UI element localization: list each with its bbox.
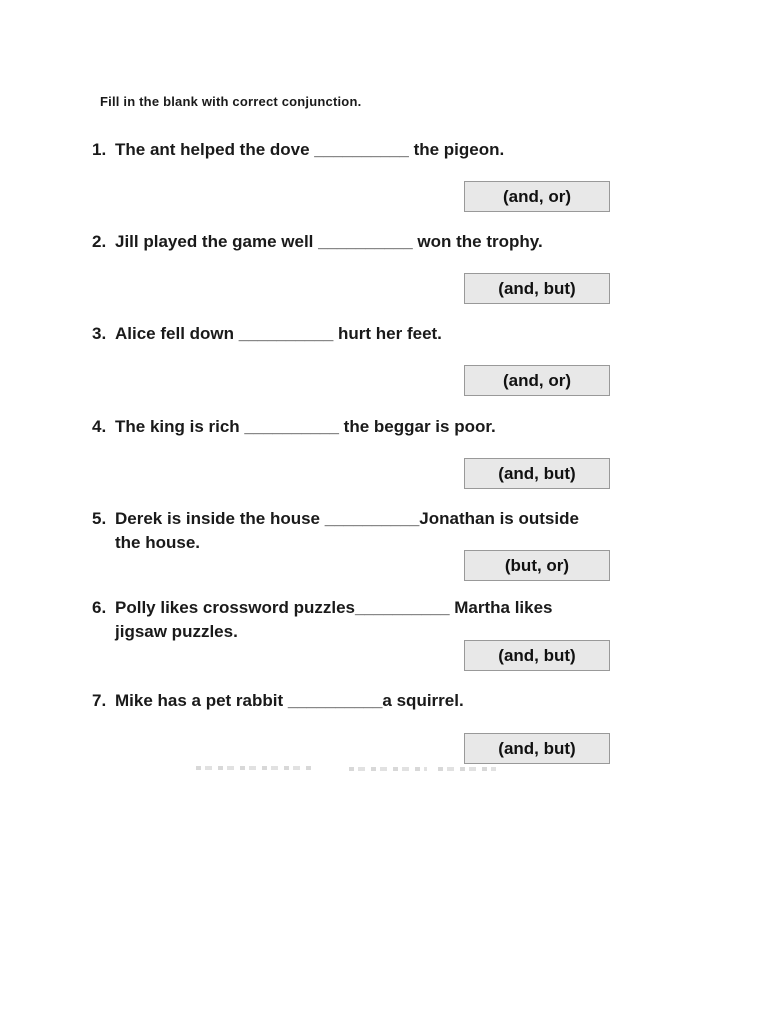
- clipped-attribution-text: [438, 767, 496, 771]
- question-7: 7. Mike has a pet rabbit __________a squ…: [92, 689, 464, 713]
- options-box-5: (but, or): [464, 550, 610, 581]
- question-1: 1. The ant helped the dove __________ th…: [92, 138, 504, 162]
- question-number: 5.: [92, 509, 107, 528]
- question-text: The king is rich __________ the beggar i…: [115, 417, 496, 436]
- question-number: 2.: [92, 232, 107, 251]
- worksheet-instruction: Fill in the blank with correct conjuncti…: [100, 94, 362, 109]
- question-text-line-1: Polly likes crossword puzzles__________ …: [115, 598, 553, 617]
- question-text: The ant helped the dove __________ the p…: [115, 140, 505, 159]
- options-box-2: (and, but): [464, 273, 610, 304]
- clipped-attribution-text: [349, 767, 427, 771]
- options-box-4: (and, but): [464, 458, 610, 489]
- question-text: Mike has a pet rabbit __________a squirr…: [115, 691, 464, 710]
- question-6: 6. Polly likes crossword puzzles________…: [92, 596, 553, 644]
- question-4: 4. The king is rich __________ the begga…: [92, 415, 496, 439]
- question-number: 1.: [92, 140, 107, 159]
- question-text-line-1: Derek is inside the house __________Jona…: [115, 509, 579, 528]
- clipped-attribution-text: [196, 766, 314, 770]
- question-2: 2. Jill played the game well __________ …: [92, 230, 543, 254]
- question-text: Alice fell down __________ hurt her feet…: [115, 324, 442, 343]
- options-box-3: (and, or): [464, 365, 610, 396]
- question-5: 5. Derek is inside the house __________J…: [92, 507, 579, 555]
- question-number: 4.: [92, 417, 107, 436]
- question-text-line-2: the house.: [115, 533, 201, 552]
- question-text-line-2: jigsaw puzzles.: [115, 622, 238, 641]
- question-number: 6.: [92, 598, 107, 617]
- question-text: Jill played the game well __________ won…: [115, 232, 543, 251]
- question-number: 7.: [92, 691, 107, 710]
- question-3: 3. Alice fell down __________ hurt her f…: [92, 322, 442, 346]
- options-box-6: (and, but): [464, 640, 610, 671]
- options-box-1: (and, or): [464, 181, 610, 212]
- question-number: 3.: [92, 324, 107, 343]
- options-box-7: (and, but): [464, 733, 610, 764]
